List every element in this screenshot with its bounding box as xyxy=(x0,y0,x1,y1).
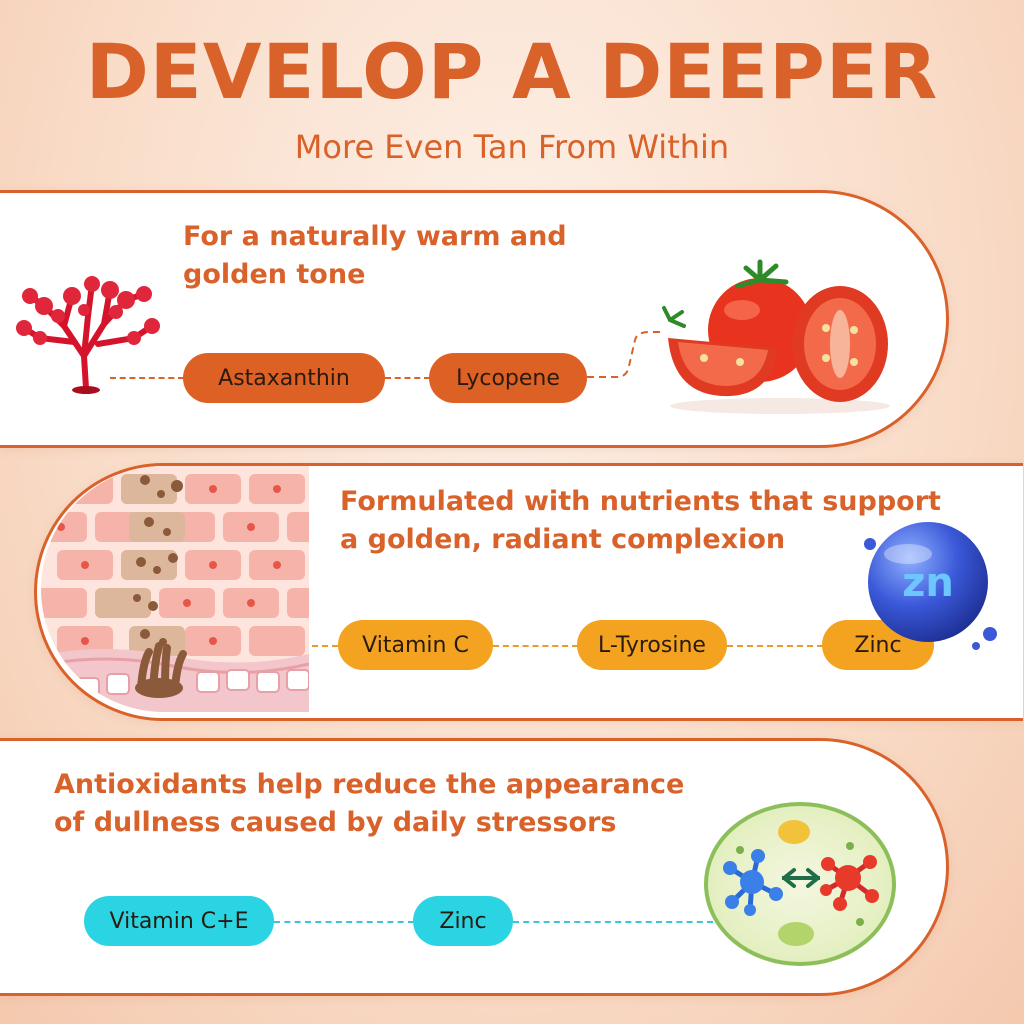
connector-line xyxy=(513,921,713,923)
panel-1-text-line-2: golden tone xyxy=(183,259,366,290)
ingredient-pill-lycopene: Lycopene xyxy=(429,353,587,403)
zinc-symbol: zn xyxy=(902,560,954,606)
ingredient-pill-l-tyrosine: L-Tyrosine xyxy=(577,620,727,670)
ingredient-pill-astaxanthin: Astaxanthin xyxy=(183,353,385,403)
panel-2-text-line-2: a golden, radiant complexion xyxy=(340,524,786,555)
connector-line xyxy=(110,377,184,379)
connector-line xyxy=(312,645,338,647)
ingredient-pill-zinc-antioxidant: Zinc xyxy=(413,896,513,946)
panel-1-text-line-1: For a naturally warm and xyxy=(183,221,567,252)
connector-line xyxy=(493,645,578,647)
antioxidant-cell-icon xyxy=(704,802,896,966)
panel-3-text-line-2: of dullness caused by daily stressors xyxy=(54,807,617,838)
panel-3-text-line-1: Antioxidants help reduce the appearance xyxy=(54,769,685,800)
connector-line xyxy=(727,645,823,647)
connector-line xyxy=(587,331,665,378)
connector-line xyxy=(385,377,430,379)
subheadline: More Even Tan From Within xyxy=(294,128,730,166)
ingredient-pill-vitamin-c-e: Vitamin C+E xyxy=(84,896,274,946)
tomato-icon xyxy=(662,259,890,414)
red-coral-icon xyxy=(16,276,160,394)
connector-line xyxy=(274,921,414,923)
ingredient-pill-vitamin-c: Vitamin C xyxy=(338,620,493,670)
panel-2-text-line-1: Formulated with nutrients that support xyxy=(340,486,941,517)
headline: DEVELOP A DEEPER xyxy=(85,27,939,116)
zinc-sphere-icon: zn xyxy=(864,522,997,650)
skin-cells-melanin-icon xyxy=(41,466,310,712)
